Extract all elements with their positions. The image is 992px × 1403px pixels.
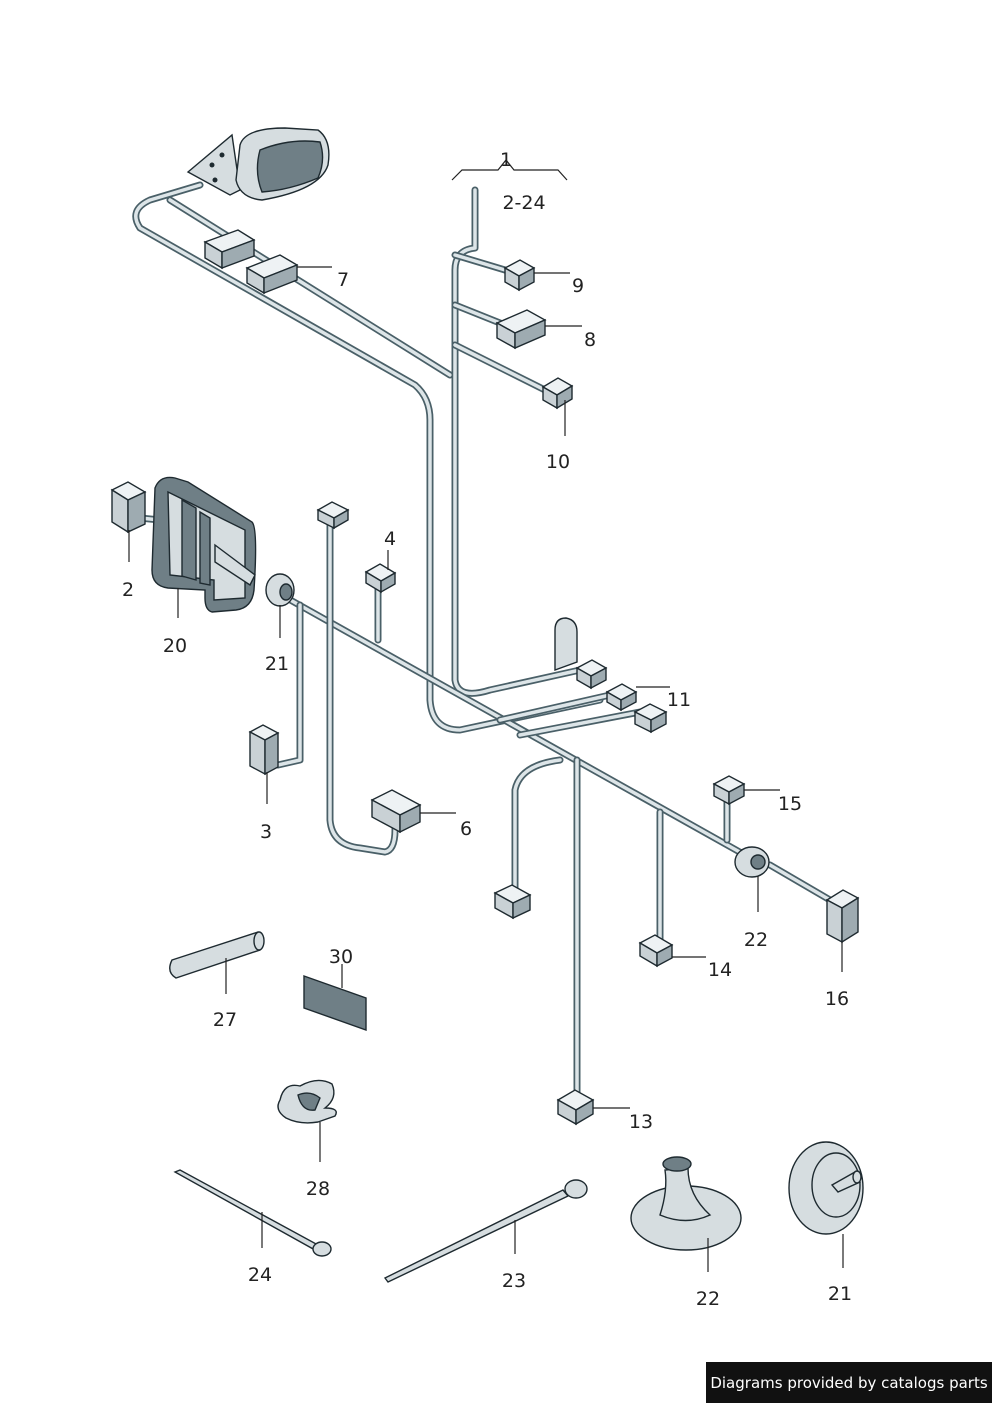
connector-3 bbox=[248, 724, 280, 776]
callout-15: 15 bbox=[778, 793, 802, 815]
connector-14 bbox=[638, 934, 674, 968]
callout-27: 27 bbox=[213, 1009, 237, 1031]
callout-8: 8 bbox=[584, 329, 596, 351]
grommet-22-loose bbox=[630, 1156, 742, 1251]
grommet-21-loose bbox=[788, 1141, 864, 1235]
callout-10: 10 bbox=[546, 451, 570, 473]
callout-24: 24 bbox=[248, 1264, 272, 1286]
callout-13: 13 bbox=[629, 1111, 653, 1133]
grommet-21-inline bbox=[265, 573, 295, 607]
connector-2 bbox=[110, 481, 147, 534]
connector-11 bbox=[605, 683, 638, 712]
group-label: 1 bbox=[500, 149, 512, 171]
callout-22-loose: 22 bbox=[696, 1288, 720, 1310]
callout-3: 3 bbox=[260, 821, 272, 843]
callout-6: 6 bbox=[460, 818, 472, 840]
callout-14: 14 bbox=[708, 959, 732, 981]
callout-16: 16 bbox=[825, 988, 849, 1010]
callout-9: 9 bbox=[572, 275, 584, 297]
cable-tie-24 bbox=[173, 1169, 332, 1257]
harness-wires bbox=[132, 181, 834, 1099]
connector-11c bbox=[633, 703, 668, 734]
connector-13 bbox=[556, 1089, 595, 1126]
callout-7: 7 bbox=[337, 269, 349, 291]
boot-20 bbox=[151, 476, 257, 613]
callout-numbers: 7 9 8 10 2 20 21 4 3 6 11 15 22 14 16 13… bbox=[122, 269, 852, 1310]
sleeve-27 bbox=[169, 931, 265, 979]
connector-upper-small bbox=[316, 501, 350, 530]
group-bracket: 1 2-24 bbox=[451, 149, 568, 214]
connector-8 bbox=[495, 309, 547, 350]
connector-16 bbox=[825, 889, 860, 944]
grommet-22-inline bbox=[734, 846, 770, 878]
callout-2: 2 bbox=[122, 579, 134, 601]
callout-30: 30 bbox=[329, 946, 353, 968]
callout-28: 28 bbox=[306, 1178, 330, 1200]
footer-credit-text: Diagrams provided by catalogs parts bbox=[710, 1373, 988, 1392]
callout-21-loose: 21 bbox=[828, 1283, 852, 1305]
connector-7 bbox=[245, 254, 299, 295]
callout-4: 4 bbox=[384, 528, 396, 550]
connector-block-upright bbox=[554, 617, 578, 671]
connector-15 bbox=[712, 775, 746, 806]
label-30 bbox=[303, 975, 367, 1031]
cable-tie-23 bbox=[383, 1179, 588, 1283]
mirror-assembly bbox=[186, 127, 330, 201]
clip-28 bbox=[277, 1079, 337, 1124]
callout-23: 23 bbox=[502, 1270, 526, 1292]
connector-4 bbox=[364, 563, 397, 594]
leader-lines bbox=[128, 266, 844, 1272]
footer-credit: Diagrams provided by catalogs parts bbox=[706, 1362, 992, 1403]
callout-21-inline: 21 bbox=[265, 653, 289, 675]
callout-11: 11 bbox=[667, 689, 691, 711]
connector-lower-left bbox=[493, 884, 532, 920]
connector-9 bbox=[503, 259, 536, 292]
callout-22-inline: 22 bbox=[744, 929, 768, 951]
connector-6 bbox=[370, 789, 422, 834]
callout-20: 20 bbox=[163, 635, 187, 657]
group-range: 2-24 bbox=[502, 192, 545, 214]
connector-11a bbox=[575, 659, 608, 690]
connector-7a bbox=[203, 229, 256, 270]
connector-10 bbox=[541, 377, 574, 410]
